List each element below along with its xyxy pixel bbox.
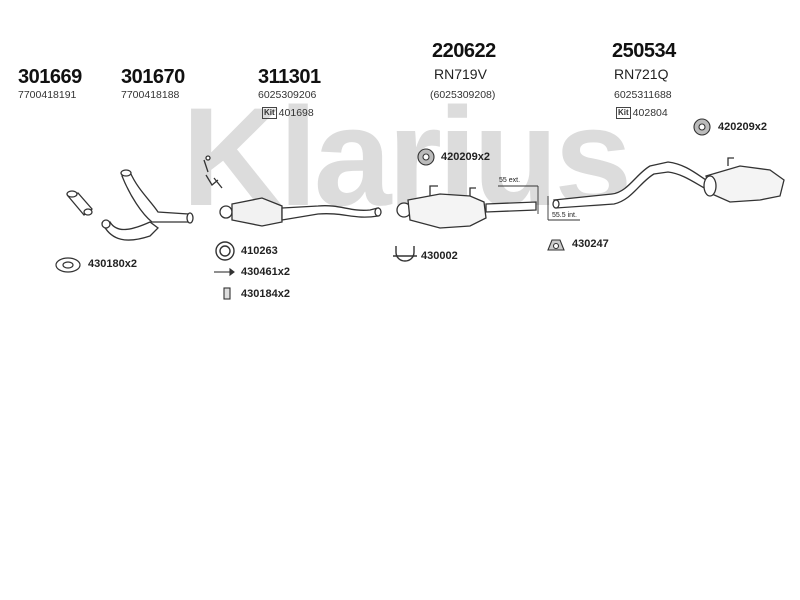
oem-number-301669: 7700418191 xyxy=(18,89,77,101)
nut-icon-430184 xyxy=(223,287,231,300)
dimension-int-label: 55.5 int. xyxy=(552,212,577,219)
hanger-icon-430247 xyxy=(547,239,565,251)
oem-number-311301: 6025309206 xyxy=(258,89,317,101)
part-number-311301: 311301 xyxy=(258,66,321,88)
kit-number-text: 401698 xyxy=(278,107,314,119)
rubber-mount-icon-420209-rear xyxy=(693,118,711,136)
accessory-label-420209-rear: 420209x2 xyxy=(718,121,767,133)
kit-badge: Kit xyxy=(616,107,631,119)
part-number-220622: 220622 xyxy=(432,40,496,62)
kit-number-311301: Kit 401698 xyxy=(262,107,314,119)
dimension-ext-label: 55 ext. xyxy=(499,177,521,184)
rubber-mount-icon-420209-centre xyxy=(417,148,435,166)
part-number-301670: 301670 xyxy=(121,66,185,88)
rear-silencer-250534 xyxy=(552,157,785,209)
centre-silencer-220622 xyxy=(396,185,537,229)
accessory-label-430002: 430002 xyxy=(421,250,458,262)
bolt-icon-430461 xyxy=(214,267,235,277)
front-pipe-301670 xyxy=(101,169,194,241)
catalytic-converter-311301 xyxy=(203,155,382,227)
clamp-ring-icon-410263 xyxy=(215,241,235,261)
part-number-250534: 250534 xyxy=(612,40,676,62)
accessory-label-430461: 430461x2 xyxy=(241,266,290,278)
accessory-label-430247: 430247 xyxy=(572,238,609,250)
oem-number-250534: 6025311688 xyxy=(614,89,672,101)
kit-badge: Kit xyxy=(262,107,277,119)
accessory-label-430180: 430180x2 xyxy=(88,258,137,270)
kit-number-250534: Kit 402804 xyxy=(616,107,668,119)
kit-number-text: 402804 xyxy=(632,107,668,119)
accessory-label-420209-centre: 420209x2 xyxy=(441,151,490,163)
gasket-icon-430180 xyxy=(55,257,81,273)
accessory-label-430184: 430184x2 xyxy=(241,288,290,300)
oem-number-220622: (6025309208) xyxy=(430,89,496,101)
u-clamp-icon-430002 xyxy=(393,246,417,262)
front-pipe-301669 xyxy=(66,190,93,216)
variant-code-220622: RN719V xyxy=(434,66,487,82)
variant-code-250534: RN721Q xyxy=(614,66,669,82)
accessory-label-410263: 410263 xyxy=(241,245,278,257)
part-number-301669: 301669 xyxy=(18,66,82,88)
dimension-markers xyxy=(498,185,580,221)
oem-number-301670: 7700418188 xyxy=(121,89,180,101)
